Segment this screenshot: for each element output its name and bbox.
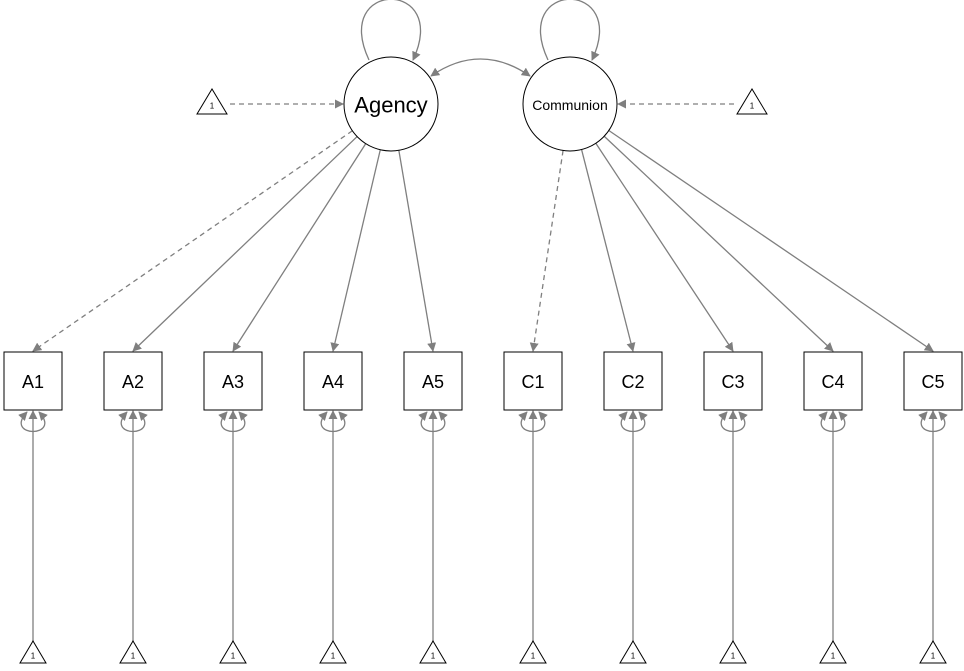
intercept-triangle-c3-label: 1	[731, 651, 736, 660]
intercept-triangle-a4-label: 1	[331, 651, 336, 660]
variance-communion	[540, 0, 600, 61]
variance-agency	[361, 0, 421, 61]
intercept-triangle-a5: 1	[419, 640, 447, 664]
intercept-triangle-c2-label: 1	[631, 651, 636, 660]
indicator-label: C3	[721, 372, 744, 392]
indicator-box	[403, 351, 463, 411]
intercept-triangle-a3-label: 1	[231, 651, 236, 660]
loading-a1	[32, 130, 353, 352]
loading-c3	[595, 142, 734, 352]
latent-covariance	[430, 58, 531, 77]
intercept-triangle-c1-shape	[519, 640, 547, 664]
intercept-triangle-c4: 1	[819, 640, 847, 664]
loading-a5	[398, 150, 437, 352]
intercept-triangle-c1: 1	[519, 640, 547, 664]
indicator-box	[703, 351, 763, 411]
indicator-box	[3, 351, 63, 411]
loading-a4	[330, 149, 381, 352]
intercept-triangle-c4-shape	[819, 640, 847, 664]
indicator-box	[603, 351, 663, 411]
intercept-triangle-a3-shape	[219, 640, 247, 664]
intercept-triangle-c3-shape	[719, 640, 747, 664]
intercept-triangle-a2: 1	[119, 640, 147, 664]
intercept-triangle-a5-label: 1	[431, 651, 436, 660]
latent-label: Communion	[532, 97, 607, 113]
intercept-triangle-a1-shape	[19, 640, 47, 664]
indicator-box	[803, 351, 863, 411]
indicator-box	[903, 351, 963, 411]
indicator-c3: C3	[703, 351, 763, 411]
loading-c1	[529, 150, 564, 352]
latent-agency: Agency	[343, 56, 439, 152]
latent-communion: Communion	[522, 56, 618, 152]
intercept-triangle-a5-shape	[419, 640, 447, 664]
intercept-triangle-c3: 1	[719, 640, 747, 664]
loading-a3	[232, 143, 367, 352]
indicator-box	[203, 351, 263, 411]
intercept-triangle-agency-label: 1	[210, 102, 215, 111]
indicator-a3: A3	[203, 351, 263, 411]
indicator-a1: A1	[3, 351, 63, 411]
intercept-triangle-a4-shape	[319, 640, 347, 664]
indicator-c4: C4	[803, 351, 863, 411]
indicator-label: C1	[521, 372, 544, 392]
intercept-triangle-communion-label: 1	[750, 102, 755, 111]
indicator-a5: A5	[403, 351, 463, 411]
indicator-c1: C1	[503, 351, 563, 411]
intercept-triangle-communion-shape	[736, 88, 768, 115]
indicator-box	[103, 351, 163, 411]
indicator-box	[303, 351, 363, 411]
indicator-label: A4	[322, 372, 344, 392]
indicator-label: A1	[22, 372, 44, 392]
indicator-c5: C5	[903, 351, 963, 411]
intercept-triangle-a2-label: 1	[131, 651, 136, 660]
intercept-triangle-a4: 1	[319, 640, 347, 664]
loading-c5	[608, 129, 934, 352]
loading-c2	[580, 149, 636, 352]
indicator-label: A5	[422, 372, 444, 392]
intercept-triangle-agency: 1	[196, 88, 228, 115]
intercept-triangle-a2-shape	[119, 640, 147, 664]
indicator-a4: A4	[303, 351, 363, 411]
indicator-label: C4	[821, 372, 844, 392]
latent-label: Agency	[354, 93, 427, 118]
indicator-a2: A2	[103, 351, 163, 411]
indicator-c2: C2	[603, 351, 663, 411]
intercept-triangle-c2: 1	[619, 640, 647, 664]
loading-c4	[603, 135, 834, 352]
intercept-triangle-c4-label: 1	[831, 651, 836, 660]
indicator-label: A2	[122, 372, 144, 392]
intercept-triangle-c5-label: 1	[931, 651, 936, 660]
indicator-label: A3	[222, 372, 244, 392]
intercept-triangle-agency-shape	[196, 88, 228, 115]
latent-circle	[343, 56, 439, 152]
indicator-box	[503, 351, 563, 411]
loading-a2	[132, 136, 358, 352]
edges-layer	[18, 0, 948, 643]
intercept-triangle-communion: 1	[736, 88, 768, 115]
intercept-triangle-c5: 1	[919, 640, 947, 664]
intercept-triangle-c2-shape	[619, 640, 647, 664]
indicator-label: C5	[921, 372, 944, 392]
intercept-triangle-a1-label: 1	[31, 651, 36, 660]
intercept-triangle-c5-shape	[919, 640, 947, 664]
intercept-triangle-c1-label: 1	[531, 651, 536, 660]
indicator-label: C2	[621, 372, 644, 392]
latent-circle	[522, 56, 618, 152]
intercept-triangle-a3: 1	[219, 640, 247, 664]
intercept-triangle-a1: 1	[19, 640, 47, 664]
